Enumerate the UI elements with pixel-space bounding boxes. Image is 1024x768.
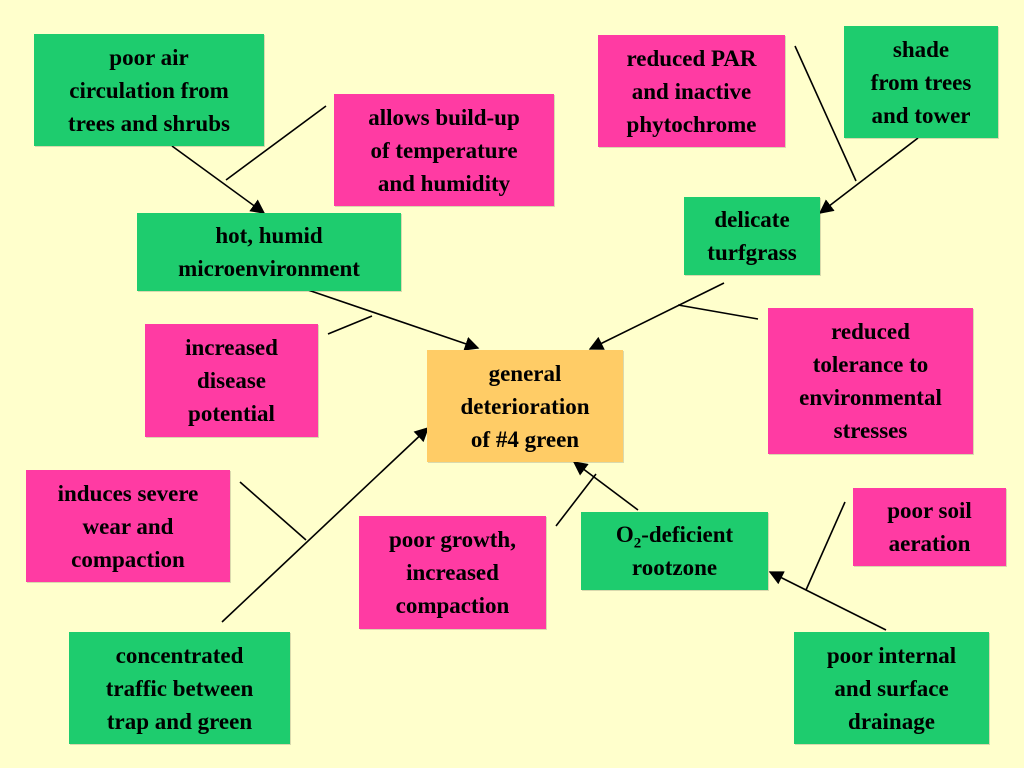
node-line: microenvironment bbox=[178, 256, 360, 281]
node-delicate-turfgrass: delicate turfgrass bbox=[684, 197, 820, 275]
node-line: and inactive bbox=[631, 78, 752, 104]
o2-symbol: O bbox=[615, 522, 634, 547]
node-line: induces severe bbox=[57, 480, 199, 506]
node-line: potential bbox=[188, 401, 275, 426]
node-line: deterioration bbox=[460, 393, 590, 419]
node-poor-soil-aeration: poor soil aeration bbox=[853, 488, 1006, 566]
o2-suffix: -deficient bbox=[641, 522, 734, 547]
node-line: drainage bbox=[848, 708, 935, 734]
node-line: wear and bbox=[82, 513, 174, 539]
arrow-rootzone-to-deterioration bbox=[572, 461, 639, 511]
node-line: of #4 green bbox=[470, 426, 580, 452]
arrow-traffic-to-deterioration bbox=[221, 427, 430, 623]
node-general-deterioration: general deterioration of #4 green bbox=[427, 350, 623, 462]
node-line: trap and green bbox=[106, 708, 253, 734]
node-line: trees and shrubs bbox=[68, 110, 230, 136]
node-shade: shade from trees and tower bbox=[844, 26, 998, 138]
tick-aeration bbox=[805, 501, 846, 591]
node-line: reduced PAR bbox=[626, 45, 757, 71]
tick-reduced-par bbox=[794, 45, 857, 182]
node-line: allows build-up bbox=[368, 104, 520, 130]
node-line: rootzone bbox=[631, 555, 718, 580]
node-line: compaction bbox=[395, 593, 510, 618]
node-line: shade bbox=[892, 36, 950, 62]
node-concentrated-traffic: concentrated traffic between trap and gr… bbox=[69, 632, 290, 744]
node-poor-drainage: poor internal and surface drainage bbox=[794, 632, 989, 744]
arrow-drainage-to-rootzone bbox=[768, 571, 887, 631]
arrow-shade-to-turfgrass bbox=[818, 137, 919, 214]
node-line: turfgrass bbox=[707, 240, 797, 265]
tick-tolerance bbox=[677, 304, 759, 320]
tick-poor-growth bbox=[555, 473, 597, 527]
node-hot-humid-microenvironment: hot, humid microenvironment bbox=[137, 213, 401, 291]
node-line: poor growth, bbox=[389, 527, 516, 552]
node-severe-wear: induces severe wear and compaction bbox=[26, 470, 230, 582]
arrow-air-to-microenvironment bbox=[171, 145, 266, 214]
node-line: disease bbox=[197, 368, 266, 393]
node-reduced-tolerance: reduced tolerance to environmental stres… bbox=[768, 308, 973, 454]
node-line: compaction bbox=[71, 546, 185, 572]
node-line: delicate bbox=[714, 207, 790, 232]
node-line: of temperature bbox=[370, 137, 518, 163]
arrow-turfgrass-to-deterioration bbox=[588, 282, 725, 350]
node-line: O2-deficient bbox=[616, 518, 733, 551]
tick-disease bbox=[327, 315, 373, 335]
node-line: aeration bbox=[888, 531, 971, 556]
node-line: and tower bbox=[871, 102, 971, 128]
node-line: and surface bbox=[834, 675, 949, 701]
node-line: reduced bbox=[831, 319, 910, 344]
node-line: poor soil bbox=[887, 498, 972, 523]
node-line: poor internal bbox=[826, 642, 957, 668]
node-line: and humidity bbox=[377, 170, 511, 196]
node-line: environmental bbox=[799, 385, 942, 410]
tick-wear bbox=[239, 481, 307, 541]
node-line: stresses bbox=[833, 418, 908, 443]
node-line: concentrated bbox=[115, 642, 244, 668]
node-line: from trees bbox=[870, 69, 972, 95]
node-line: increased bbox=[185, 335, 278, 360]
node-poor-growth: poor growth, increased compaction bbox=[359, 516, 546, 629]
o2-subscript: 2 bbox=[633, 535, 642, 552]
node-build-up: allows build-up of temperature and humid… bbox=[334, 94, 554, 206]
node-line: increased bbox=[406, 560, 499, 585]
node-line: tolerance to bbox=[812, 352, 929, 377]
tick-build-up bbox=[225, 105, 327, 181]
arrow-microenvironment-to-deterioration bbox=[307, 289, 480, 351]
node-line: circulation from bbox=[69, 77, 229, 103]
node-line: poor air bbox=[109, 44, 189, 70]
node-reduced-par: reduced PAR and inactive phytochrome bbox=[598, 35, 785, 147]
node-line: general bbox=[488, 360, 562, 386]
node-o2-deficient-rootzone: O2-deficient rootzone bbox=[581, 512, 768, 590]
node-line: hot, humid bbox=[215, 223, 323, 248]
node-disease-potential: increased disease potential bbox=[145, 324, 318, 437]
node-line: phytochrome bbox=[626, 111, 757, 137]
node-line: traffic between bbox=[105, 675, 254, 701]
node-poor-air-circulation: poor air circulation from trees and shru… bbox=[34, 34, 264, 146]
